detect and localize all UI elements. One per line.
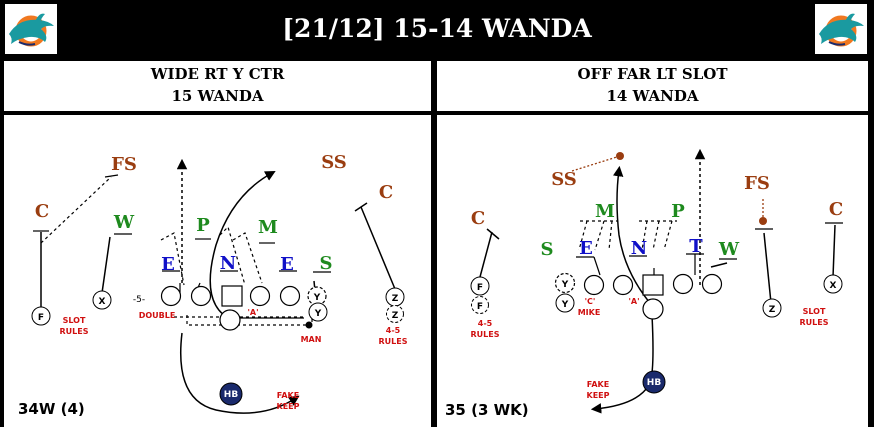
player-z: Z Z — [385, 287, 405, 323]
fake-keep-label: KEEP — [277, 402, 300, 411]
play-label: 14 WANDA — [606, 87, 699, 105]
end-left-label: E — [161, 254, 175, 275]
svg-text:F: F — [38, 313, 44, 323]
formation-label: WIDE RT Y CTR — [150, 65, 285, 83]
player-x: X — [823, 274, 843, 294]
corner-right-label: C — [379, 182, 393, 203]
dolphin-logo-icon — [815, 4, 867, 54]
a-gap-label: 'A' — [247, 308, 258, 317]
right-panel-header: OFF FAR LT SLOT 14 WANDA — [437, 61, 868, 111]
technique-label: -5- — [133, 295, 145, 305]
mike-note-label: MIKE — [578, 308, 601, 317]
left-play-diagram: FS SS C C W P M S E N E F X Y Y Z Z HB — [4, 115, 431, 427]
svg-text:Y: Y — [313, 293, 321, 303]
svg-text:HB: HB — [647, 378, 662, 388]
defender-lines — [576, 220, 843, 277]
svg-text:F: F — [477, 302, 483, 312]
halfback: HB — [219, 382, 243, 406]
fake-keep-label: KEEP — [587, 391, 610, 400]
man-label: MAN — [301, 335, 322, 344]
slot-rules-label: RULES — [800, 318, 829, 327]
c-gap-label: 'C' — [585, 297, 596, 306]
offensive-line — [160, 285, 327, 331]
fake-keep-label: FAKE — [587, 380, 609, 389]
end-label: E — [579, 238, 593, 259]
man-dot — [305, 321, 313, 329]
slot-rules-label: SLOT — [803, 307, 826, 316]
front-label: 35 (3 WK) — [445, 401, 529, 419]
slot-rules-label: RULES — [60, 327, 89, 336]
right-play-diagram: SS FS C C M P S W E N T Y Y F F Z X HB '… — [437, 115, 868, 427]
left-panel-header: WIDE RT Y CTR 15 WANDA — [4, 61, 431, 111]
strong-safety-label: SS — [321, 152, 347, 173]
formation-label: OFF FAR LT SLOT — [577, 65, 728, 83]
coverage-dots — [571, 152, 767, 225]
receiver-routes — [40, 158, 396, 414]
sam-label: S — [320, 253, 333, 274]
plug-label: P — [671, 201, 685, 222]
corner-right-label: C — [829, 199, 843, 220]
free-safety-label: FS — [744, 173, 770, 194]
will-label: W — [113, 212, 135, 233]
fake-keep-label: FAKE — [277, 391, 299, 400]
a-gap-label: 'A' — [628, 297, 639, 306]
svg-text:Y: Y — [314, 309, 322, 319]
slot-rules-label: SLOT — [63, 316, 86, 325]
offensive-line — [554, 272, 723, 320]
svg-text:HB: HB — [224, 390, 239, 400]
page-title: [21/12] 15-14 WANDA — [282, 14, 592, 43]
player-z: Z — [762, 298, 782, 318]
mike-label: M — [258, 217, 278, 238]
svg-text:Z: Z — [392, 311, 399, 321]
tackle-label: T — [689, 236, 703, 257]
halfback: HB — [642, 370, 666, 394]
nose-label: N — [220, 253, 236, 274]
corner-left-label: C — [471, 208, 485, 229]
svg-text:Z: Z — [769, 305, 776, 315]
will-label: W — [718, 239, 740, 260]
defender-lines — [33, 174, 331, 326]
plug-label: P — [196, 215, 210, 236]
player-y: Y Y — [308, 293, 328, 322]
player-x: X — [92, 290, 112, 310]
mike-label: M — [595, 201, 615, 222]
rules-45-label: RULES — [379, 337, 408, 346]
player-f: F — [31, 306, 51, 326]
rules-45-label: 4-5 — [478, 319, 493, 328]
svg-text:Y: Y — [561, 280, 569, 290]
player-f: F F — [470, 276, 490, 314]
dolphin-logo-icon — [5, 4, 57, 54]
rules-45-label: 4-5 — [386, 326, 401, 335]
player-y: Y Y — [555, 280, 575, 313]
svg-text:X: X — [830, 281, 837, 291]
strong-safety-label: SS — [551, 169, 577, 190]
rules-45-label: RULES — [471, 330, 500, 339]
free-safety-label: FS — [111, 154, 137, 175]
end-right-label: E — [280, 254, 294, 275]
front-label: 34W (4) — [18, 400, 85, 418]
header-bar: [21/12] 15-14 WANDA — [0, 0, 874, 58]
svg-text:Y: Y — [561, 300, 569, 310]
nose-label: N — [631, 238, 647, 259]
svg-text:Z: Z — [392, 294, 399, 304]
svg-text:X: X — [99, 297, 106, 307]
svg-text:F: F — [477, 283, 483, 293]
sam-label: S — [541, 239, 554, 260]
play-label: 15 WANDA — [171, 87, 264, 105]
corner-left-label: C — [35, 201, 49, 222]
double-label: DOUBLE — [139, 311, 176, 320]
